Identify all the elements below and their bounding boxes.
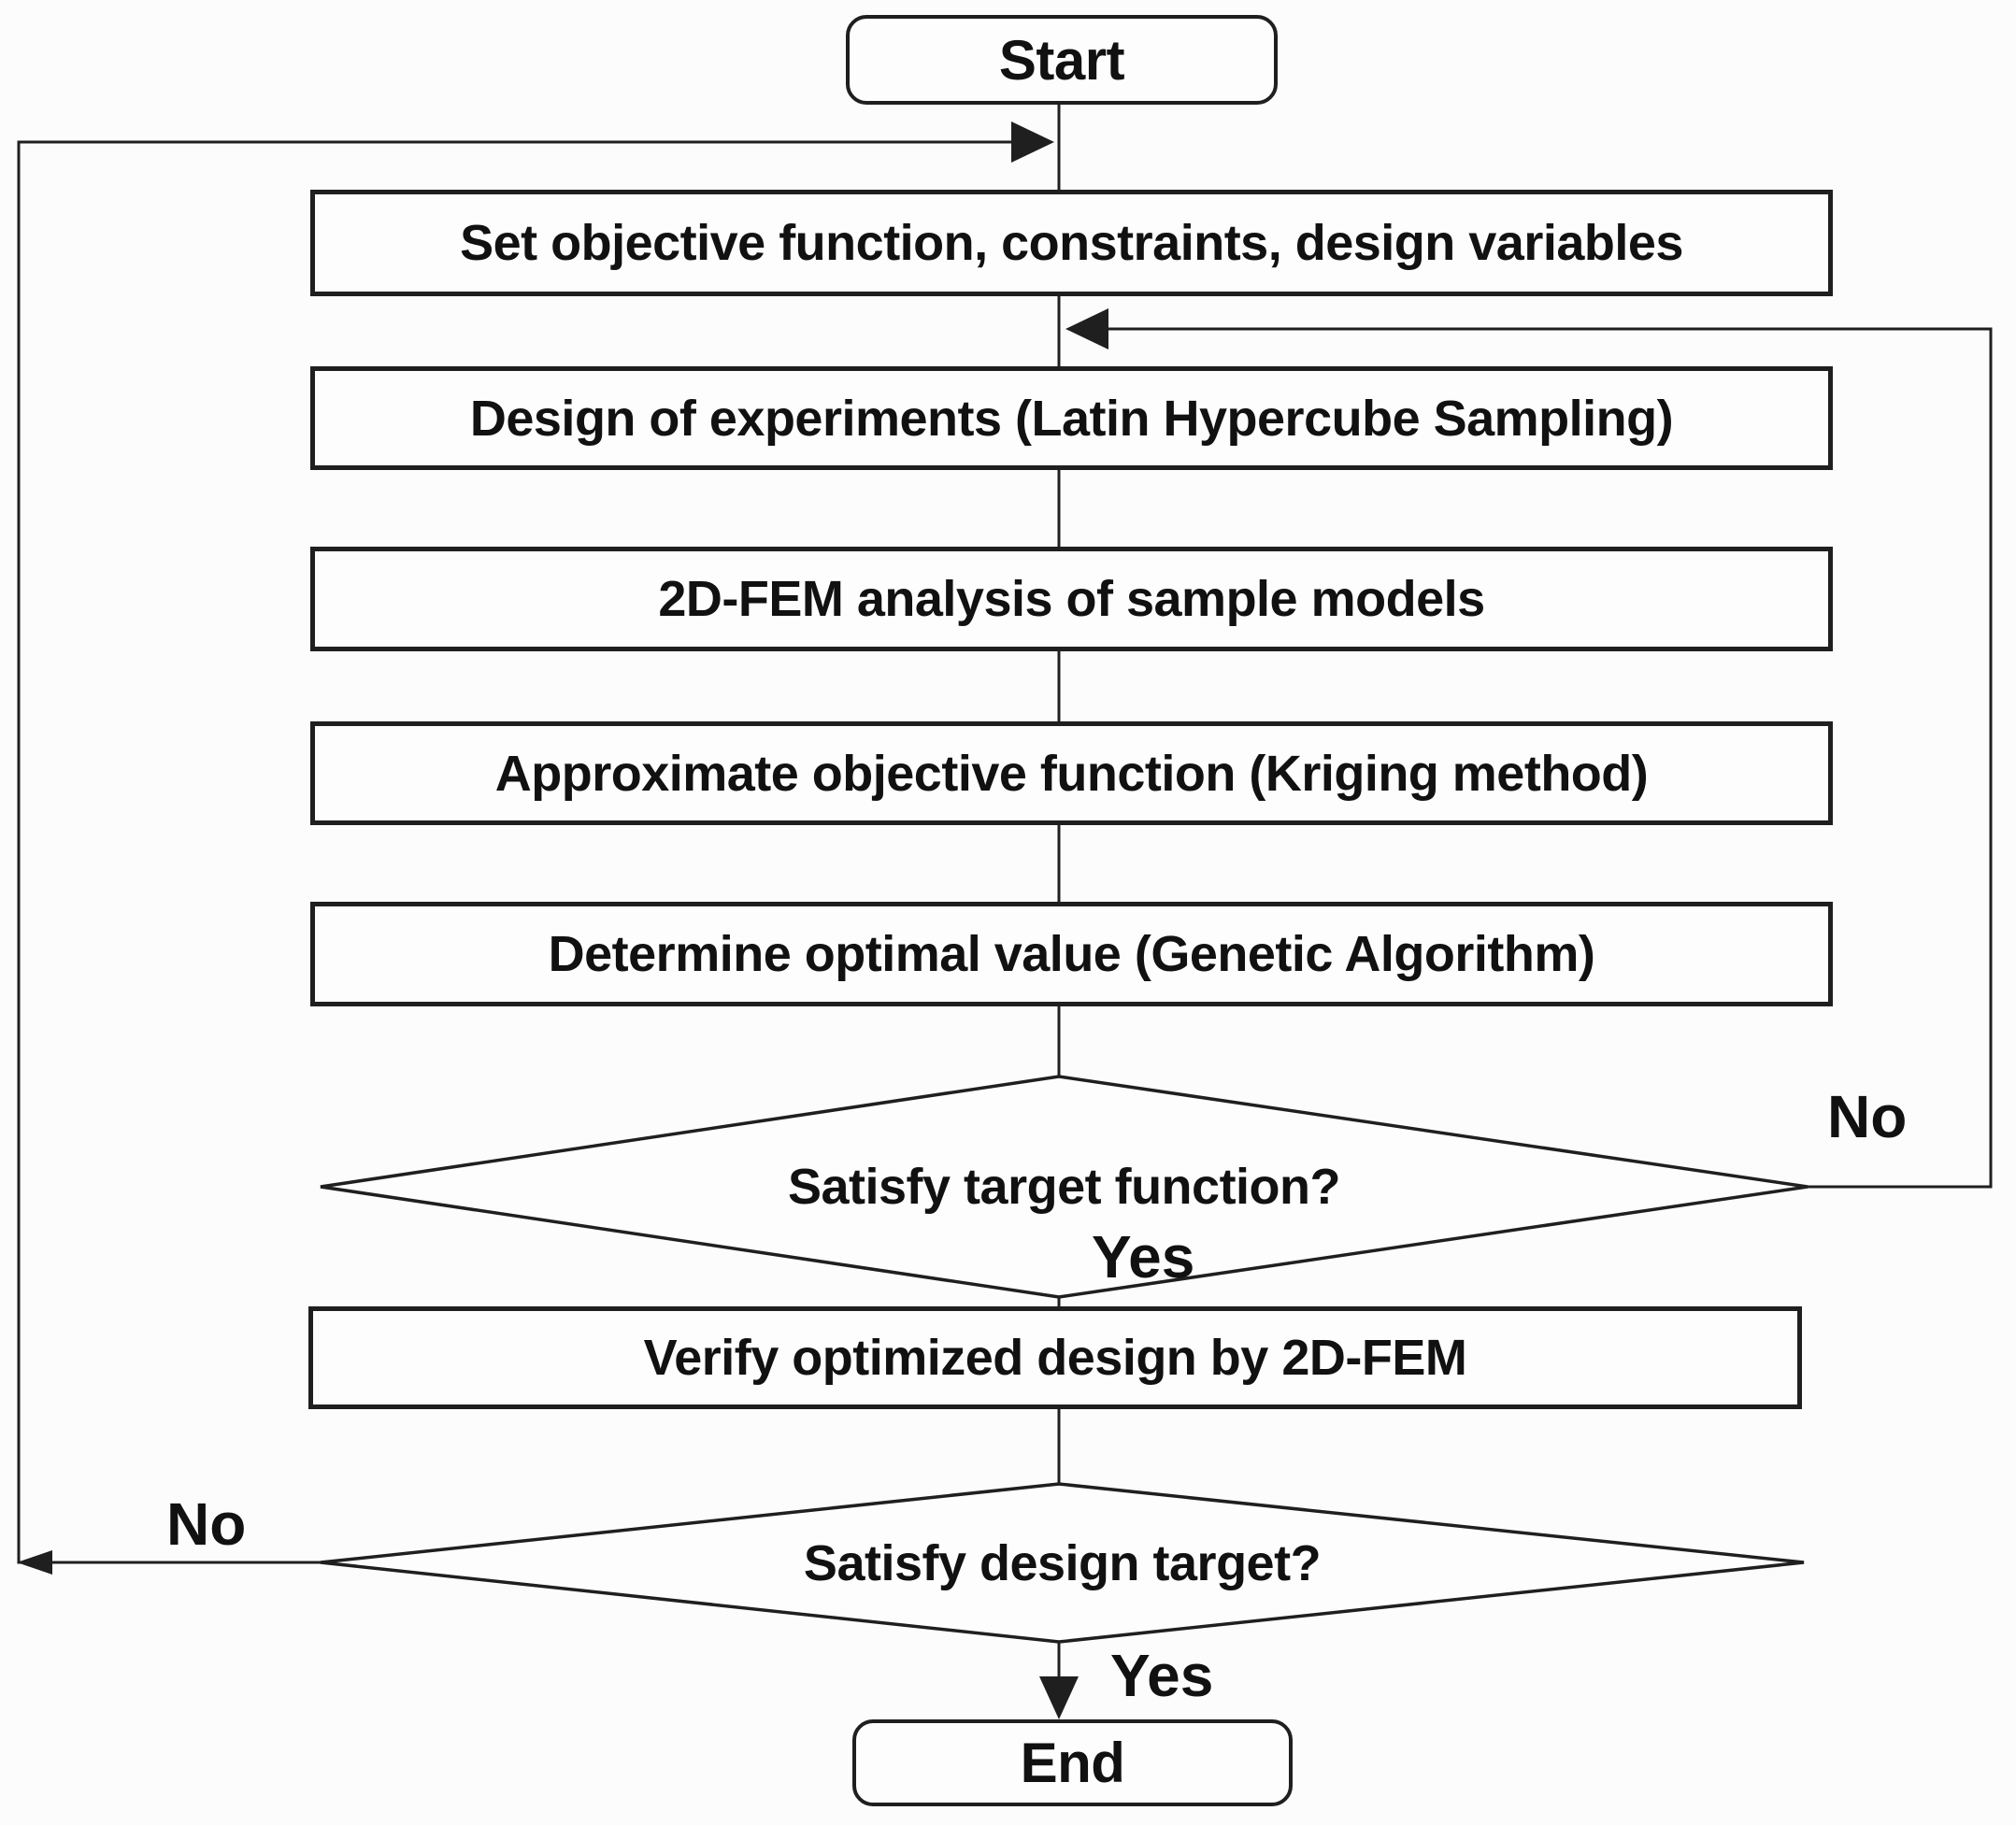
arrowhead-no-loop-left-corner — [17, 1550, 52, 1575]
connector-no-loop-decision2 — [17, 140, 1015, 1564]
start-node: Start — [846, 15, 1278, 105]
step-determine-optimal-value: Determine optimal value (Genetic Algorit… — [310, 902, 1833, 1006]
arrowhead-into-step2-line — [1065, 308, 1108, 349]
label-yes-decision1: Yes — [1092, 1223, 1195, 1290]
step-verify-optimized-design: Verify optimized design by 2D-FEM — [308, 1306, 1802, 1409]
end-node: End — [852, 1719, 1293, 1806]
arrowhead-into-end — [1039, 1676, 1079, 1719]
decision1-diamond-shape — [320, 1075, 1809, 1299]
step-2d-fem-analysis: 2D-FEM analysis of sample models — [310, 547, 1833, 651]
decision-satisfy-target-function: Satisfy target function? — [787, 1159, 1341, 1215]
label-yes-decision2: Yes — [1110, 1642, 1214, 1709]
decision2-diamond-shape — [320, 1482, 1805, 1644]
label-no-decision2: No — [166, 1490, 247, 1558]
step-set-objective-function: Set objective function, constraints, des… — [310, 190, 1833, 296]
step-approximate-objective-function: Approximate objective function (Kriging … — [310, 721, 1833, 825]
decision-satisfy-design-target: Satisfy design target? — [803, 1534, 1322, 1591]
label-no-decision1: No — [1827, 1083, 1908, 1150]
arrowhead-into-step1-line — [1011, 121, 1054, 163]
connector-no-loop-decision1 — [1108, 327, 1993, 1189]
step-design-of-experiments: Design of experiments (Latin Hypercube S… — [310, 366, 1833, 470]
